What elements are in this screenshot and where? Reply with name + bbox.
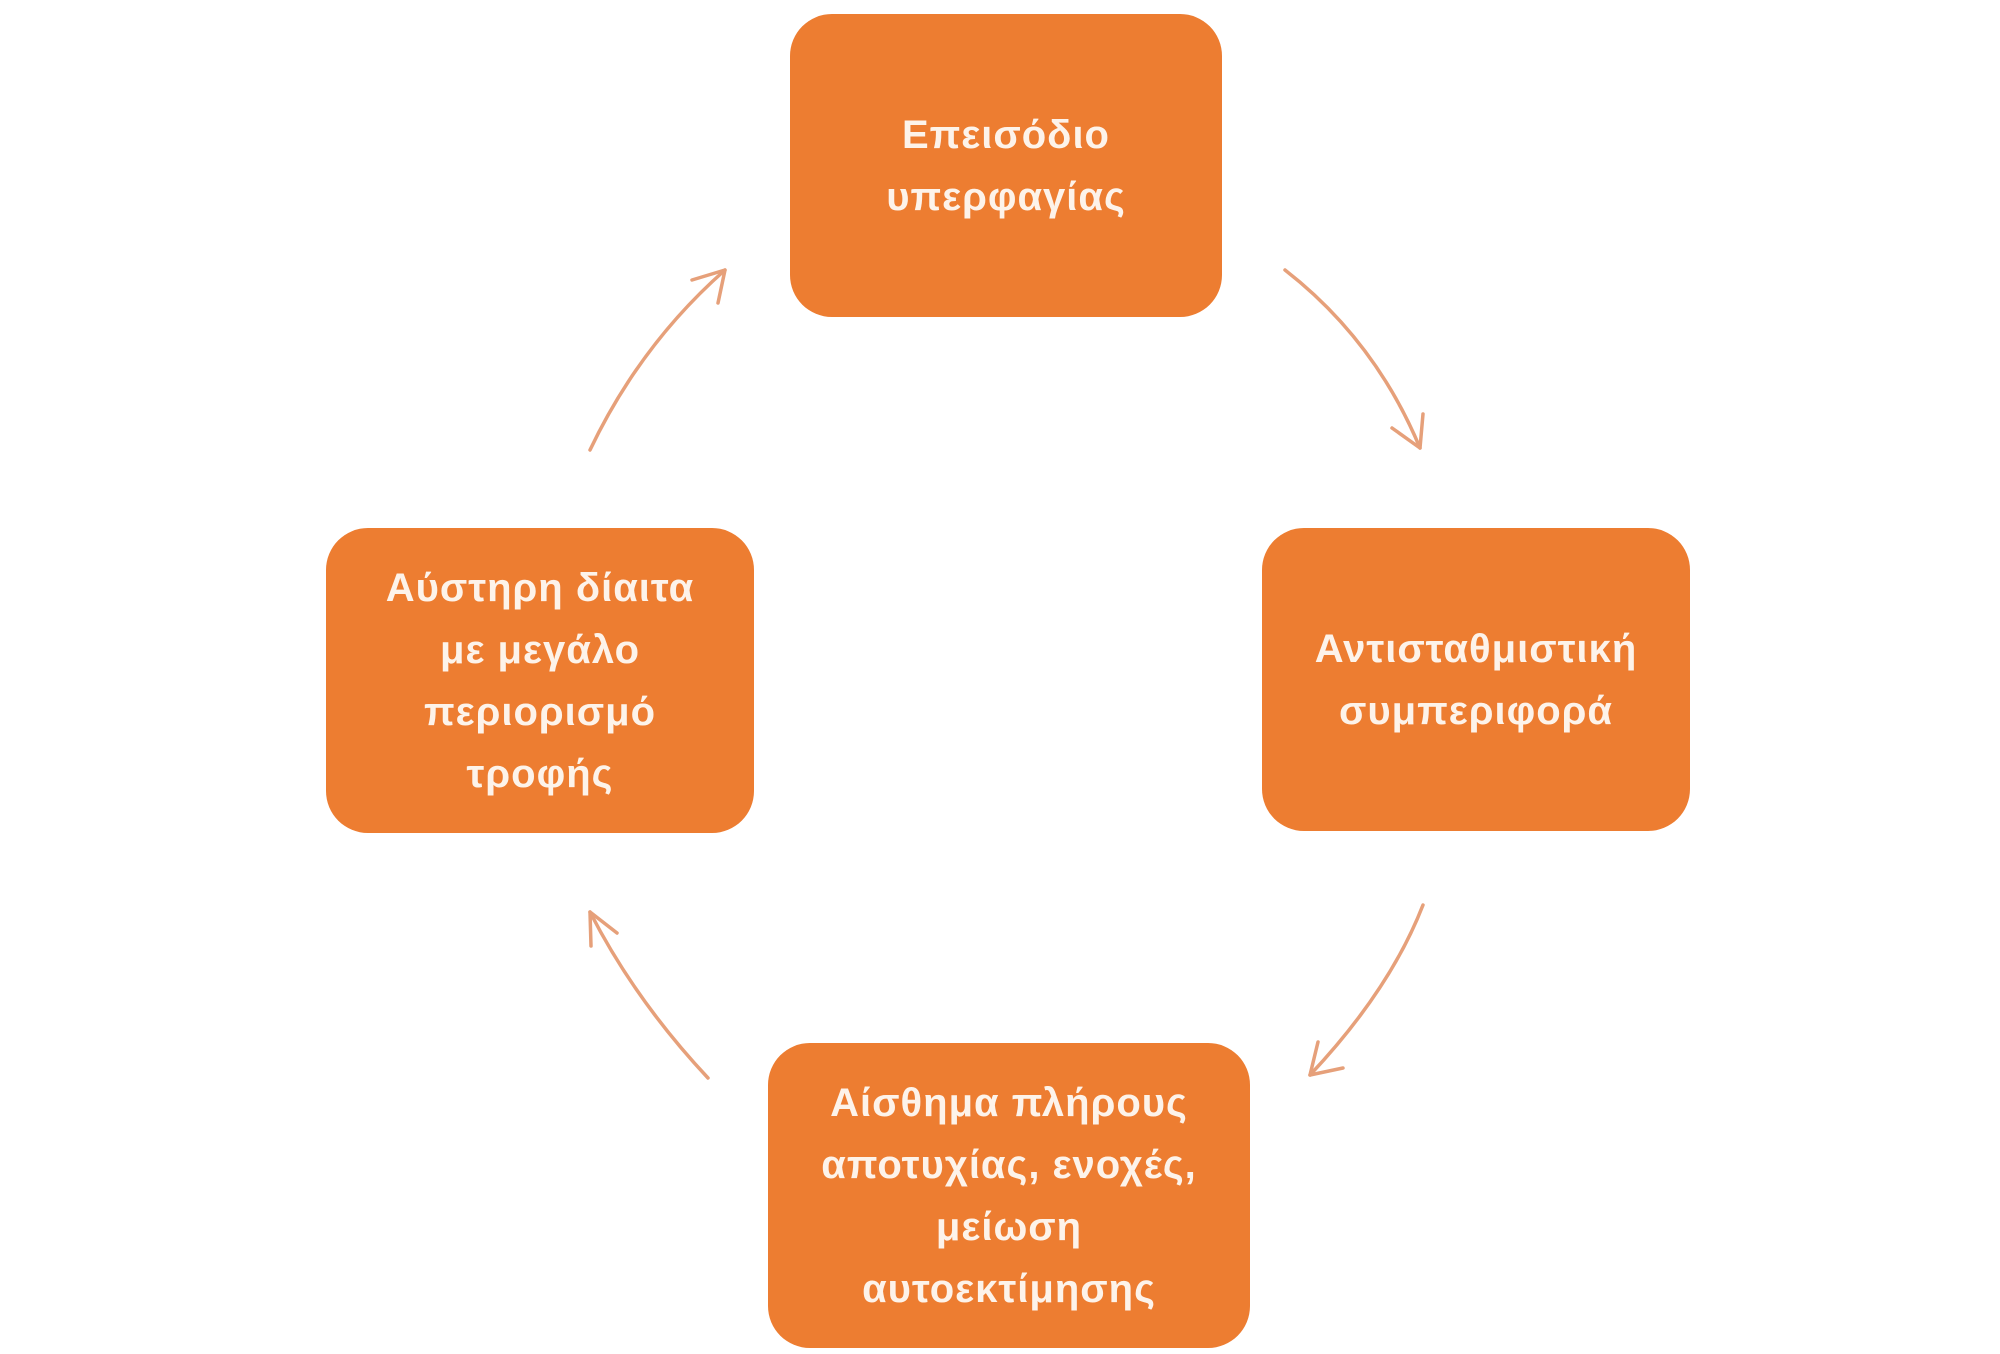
node-binge-episode-line-1: Επεισόδιο <box>901 112 1110 157</box>
node-strict-diet-line-4: τροφής <box>466 751 614 796</box>
node-failure-guilt-line-1: Αίσθημα πλήρους <box>830 1080 1188 1125</box>
arrow-left-to-top-head <box>690 268 727 305</box>
arrow-top-to-right <box>1283 268 1422 450</box>
arrow-left-to-top <box>588 268 727 452</box>
arrow-right-to-bottom <box>1308 903 1425 1077</box>
node-compensatory-behavior-line-1: Αντισταθμιστική <box>1314 626 1638 671</box>
arrow-top-to-right-head <box>1390 412 1425 450</box>
arrow-bottom-to-left-head <box>588 910 619 948</box>
node-compensatory-behavior: Αντισταθμιστική συμπεριφορά <box>1262 528 1690 831</box>
arrow-right-to-bottom-head <box>1308 1040 1345 1077</box>
arrow-bottom-to-left <box>588 910 710 1080</box>
node-failure-guilt-line-3: μείωση <box>935 1204 1083 1249</box>
node-strict-diet: Αύστηρη δίαιτα με μεγάλο περιορισμό τροφ… <box>326 528 754 833</box>
node-failure-guilt: Αίσθημα πλήρους αποτυχίας, ενοχές, μείωσ… <box>768 1043 1250 1348</box>
node-failure-guilt-line-4: αυτοεκτίμησης <box>862 1266 1156 1311</box>
node-binge-episode: Επεισόδιο υπερφαγίας <box>790 14 1222 317</box>
node-compensatory-behavior-line-2: συμπεριφορά <box>1339 688 1613 733</box>
node-binge-episode-line-2: υπερφαγίας <box>886 174 1126 219</box>
node-strict-diet-line-3: περιορισμό <box>423 689 657 734</box>
node-failure-guilt-line-2: αποτυχίας, ενοχές, <box>821 1142 1197 1187</box>
node-strict-diet-line-2: με μεγάλο <box>439 627 641 672</box>
node-strict-diet-line-1: Αύστηρη δίαιτα <box>385 565 695 610</box>
